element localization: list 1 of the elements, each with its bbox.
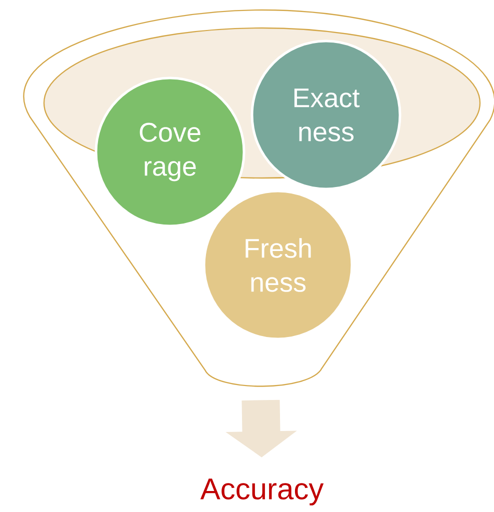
result-text: Accuracy bbox=[200, 478, 324, 506]
